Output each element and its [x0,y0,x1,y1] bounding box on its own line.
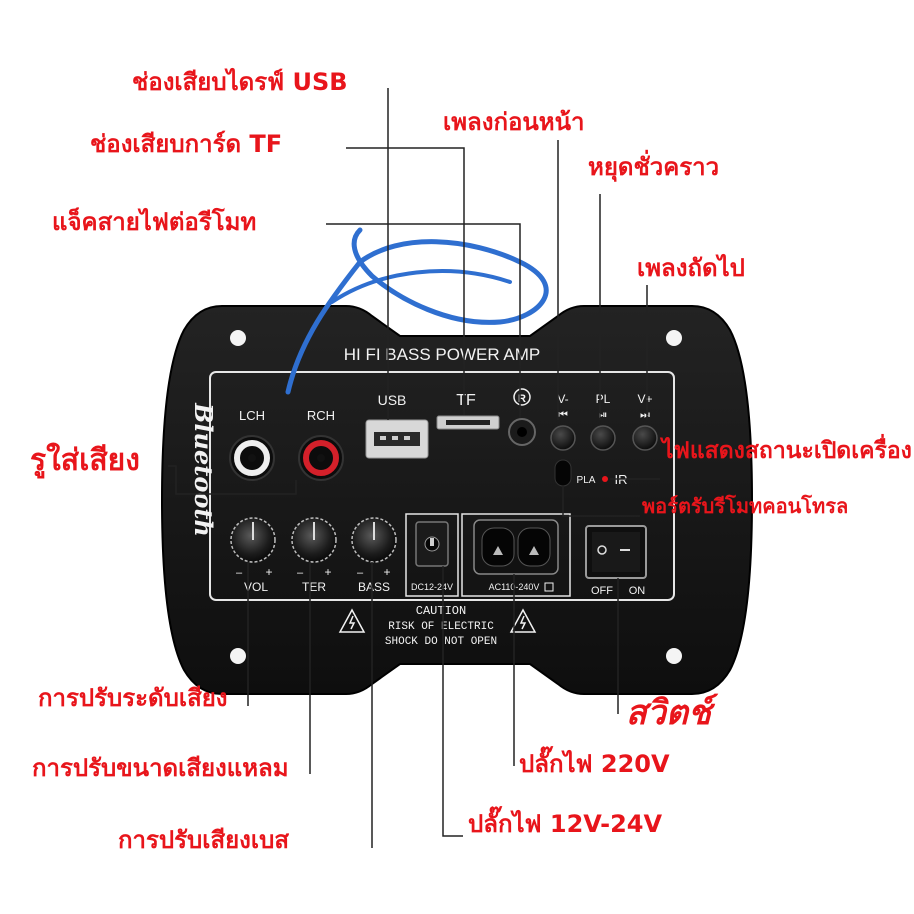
leader-dc [442,566,463,837]
callout-ac-plug: ปลั๊กไฟ 220V [519,750,670,778]
ir-symbol: R [518,393,526,405]
bass-knob[interactable] [351,517,397,563]
play-pause-button[interactable] [590,425,616,451]
tf-label: TF [456,392,476,409]
volume-knob[interactable] [230,517,276,563]
callout-audio-input: รูใส่เสียง [30,443,140,478]
btn-next-label: V+ [637,392,652,406]
mount-hole [230,648,246,664]
power-switch[interactable] [585,525,647,579]
caution-line-1: RISK OF ELECTRIC [388,621,494,633]
leader-ir [562,486,640,517]
rca-jack-right[interactable] [298,435,344,481]
callout-prev-track: เพลงก่อนหน้า [443,108,585,136]
leader-remote-jack [326,223,521,418]
ac-socket-frame [461,513,571,597]
leader-audio [168,465,297,495]
vol-plus: + [265,565,272,579]
play-pause-icon: ⏯ [599,409,608,421]
dc-jack-frame [405,513,459,597]
power-led [602,476,608,482]
switch-on-label: ON [629,585,646,597]
prev-icon: ⏮ [558,409,568,421]
panel-frame [209,371,675,601]
callout-dc-plug: ปลั๊กไฟ 12V-24V [468,810,663,838]
ir-receiver [554,459,572,487]
callout-tf-slot: ช่องเสียบการ์ด TF [90,130,283,158]
caution-line-2: SHOCK DO NOT OPEN [385,636,497,648]
bass-plus: + [383,565,390,579]
callout-bass: การปรับเสียงเบส [118,826,289,854]
callout-remote-jack: แจ็คสายไฟต่อรีโมท [52,208,257,236]
ac-double-insulation-icon [544,582,554,592]
mount-hole [666,648,682,664]
rca-jack-left[interactable] [229,435,275,481]
callout-usb-port: ช่องเสียบไดรฟ์ USB [132,68,348,96]
next-button[interactable] [632,425,658,451]
ter-minus: – [297,567,304,579]
mount-hole [666,330,682,346]
tf-slot[interactable] [436,415,500,430]
callout-volume: การปรับระดับเสียง [38,684,228,712]
vol-minus: – [236,567,243,579]
vol-label: VOL [244,580,268,594]
dc-label: DC12-24V [411,582,453,592]
leader-tf [346,147,465,415]
switch-off-label: OFF [591,585,613,597]
panel-title: HI FI BASS POWER AMP [344,345,540,364]
ac-socket[interactable] [473,519,559,575]
bluetooth-brand: Bluetooth [189,402,218,537]
callout-ir-receiver: พอร์ตรับรีโมทคอนโทรล [642,494,849,518]
usb-port[interactable] [365,419,429,459]
callout-pause: หยุดชั่วคราว [588,153,720,181]
warning-icon [338,608,366,633]
prev-button[interactable] [550,425,576,451]
callout-treble: การปรับขนาดเสียงแหลม [32,754,289,782]
callout-power-led: ไฟแสดงสถานะเปิดเครื่อง [662,438,912,464]
treble-knob[interactable] [291,517,337,563]
bass-label: BASS [358,580,390,594]
usb-label: USB [378,392,407,408]
caution-title: CAUTION [416,604,466,618]
mount-hole [230,330,246,346]
warning-icon [509,608,537,633]
btn-play-label: PL [596,392,611,406]
remote-wire [330,269,512,304]
rch-label: RCH [307,408,335,423]
btn-prev-label: V- [557,392,568,406]
ter-plus: + [324,565,331,579]
lch-label: LCH [239,408,265,423]
ter-label: TER [302,580,326,594]
leader-lines [168,88,660,848]
next-icon: ⏭ [640,409,650,421]
pla-label: PLA [577,475,596,486]
callout-next-track: เพลงถัดไป [637,254,745,282]
dc-jack[interactable] [415,521,449,567]
ir-symbol-ring [513,388,531,406]
bass-minus: – [357,567,364,579]
callout-switch: สวิตช์ [626,693,711,733]
remote-jack[interactable] [508,418,536,446]
